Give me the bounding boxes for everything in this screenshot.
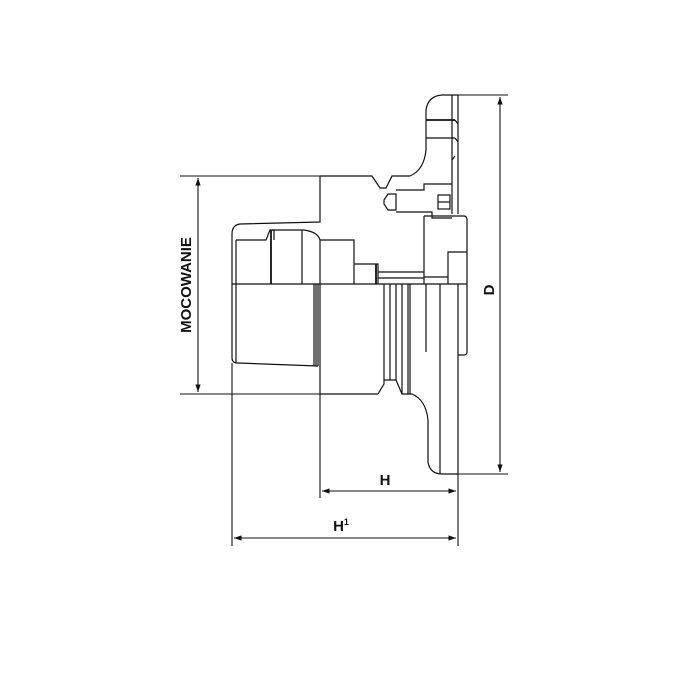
dimension-d: D bbox=[481, 97, 503, 472]
dimension-mocowanie: MOCOWANIE bbox=[178, 178, 201, 392]
h-label: H bbox=[380, 472, 391, 489]
extension-lines bbox=[180, 94, 508, 546]
dimension-h1: H1 bbox=[234, 517, 456, 541]
dimension-h: H bbox=[322, 472, 456, 494]
mocowanie-label: MOCOWANIE bbox=[178, 237, 195, 333]
chuck-body bbox=[231, 94, 468, 475]
h1-label: H1 bbox=[333, 517, 349, 535]
d-label: D bbox=[481, 284, 498, 295]
